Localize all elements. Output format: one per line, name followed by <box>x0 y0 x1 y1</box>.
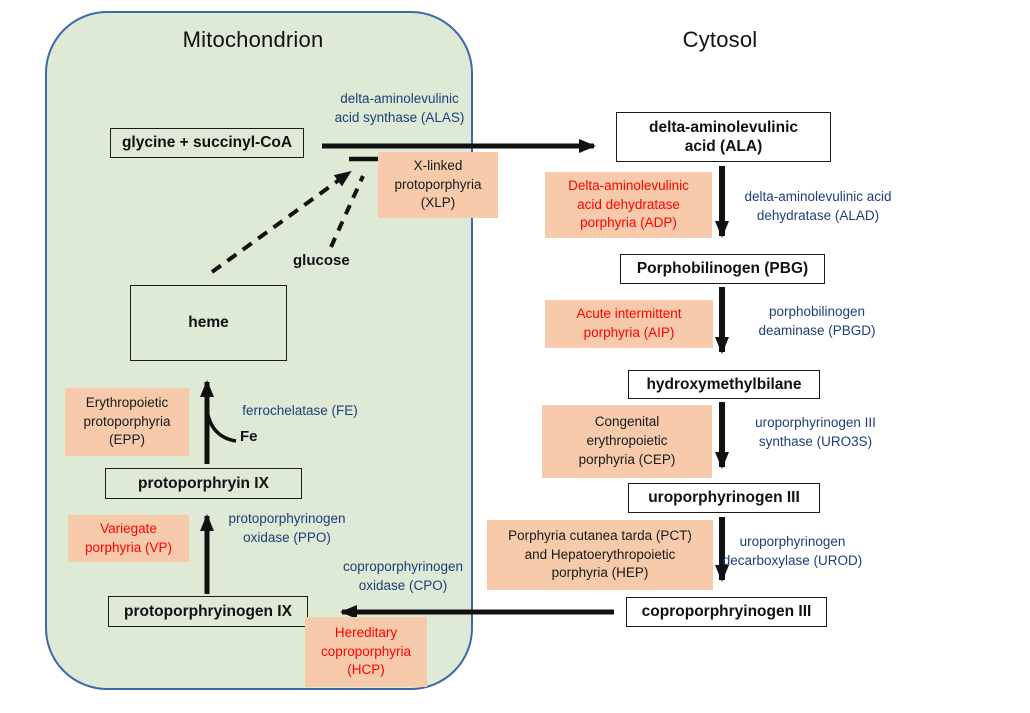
enzyme-label-uro3s: uroporphyrinogen III synthase (URO3S) <box>755 415 876 449</box>
metabolite-box-pbg: Porphobilinogen (PBG) <box>620 254 825 284</box>
disease-box-aip: Acute intermittent porphyria (AIP) <box>545 300 713 348</box>
enzyme-label-alas: delta-aminolevulinic acid synthase (ALAS… <box>334 91 465 125</box>
disease-box-vp: Variegate porphyria (VP) <box>68 515 189 562</box>
disease-box-xlp: X-linked protoporphyria (XLP) <box>378 152 498 218</box>
enzyme-label-ferrochelatase: ferrochelatase (FE) <box>242 403 358 418</box>
cytosol-title: Cytosol <box>682 27 758 52</box>
disease-box-adp: Delta-aminolevulinic acid dehydratase po… <box>545 172 712 238</box>
metabolite-box-heme: heme <box>130 285 287 361</box>
metabolite-box-protoporphyrin-ix: protoporphryin IX <box>105 468 302 499</box>
disease-box-epp: Erythropoietic protoporphyria (EPP) <box>65 388 189 456</box>
metabolite-box-glycine-succinyl-coa: glycine + succinyl-CoA <box>110 128 304 158</box>
enzyme-label-alad: delta-aminolevulinic acid dehydratase (A… <box>744 189 892 223</box>
disease-box-hcp: Hereditary coproporphyria (HCP) <box>305 617 427 687</box>
enzyme-label-ppo: protoporphyrinogen oxidase (PPO) <box>228 511 346 545</box>
metabolite-box-protoporphyrinogen-ix: protoporphryinogen IX <box>108 596 308 627</box>
glucose-label: glucose <box>293 252 350 269</box>
metabolite-box-hydroxymethylbilane: hydroxymethylbilane <box>628 370 820 399</box>
enzyme-label-pbgd: porphobilinogen deaminase (PBGD) <box>758 304 876 338</box>
mitochondrion-region <box>45 11 473 690</box>
disease-box-pct-hep: Porphyria cutanea tarda (PCT) and Hepato… <box>487 520 713 590</box>
metabolite-box-uroporphyrinogen-iii: uroporphyrinogen III <box>628 483 820 513</box>
enzyme-label-cpo: coproporphyrinogen oxidase (CPO) <box>342 559 464 593</box>
fe-cofactor-label: Fe <box>240 428 258 445</box>
metabolite-box-coproporphyrinogen-iii: coproporphryinogen III <box>626 597 827 627</box>
enzyme-label-urod: uroporphyrinogen decarboxylase (UROD) <box>722 534 863 568</box>
disease-box-cep: Congenital erythropoietic porphyria (CEP… <box>542 405 712 478</box>
metabolite-box-ala: delta-aminolevulinic acid (ALA) <box>616 112 831 162</box>
mitochondrion-title: Mitochondrion <box>182 27 324 52</box>
